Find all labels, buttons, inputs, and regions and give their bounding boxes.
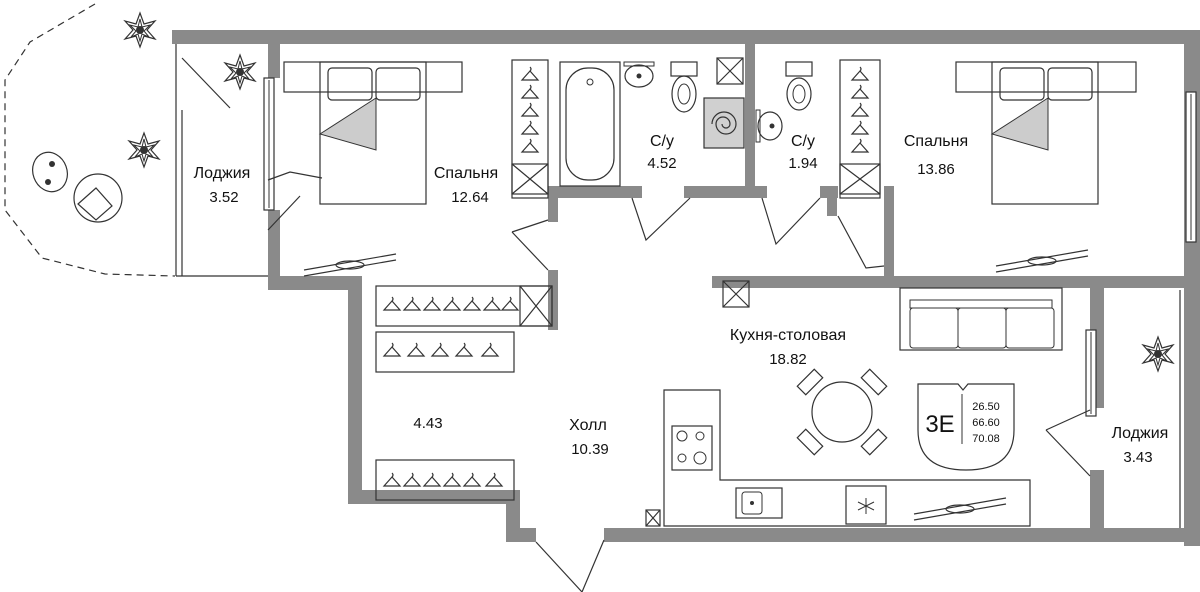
wardrobe-icon xyxy=(375,285,553,327)
room-name-hall: Холл xyxy=(569,417,607,434)
chair-icon xyxy=(860,428,888,456)
loggia-left-furniture xyxy=(32,12,256,223)
room-name-bedroom-right: Спальня xyxy=(904,133,968,150)
toilet-icon xyxy=(670,61,698,113)
total-area: 66.60 xyxy=(972,417,1000,429)
room-area-loggia-left: 3.52 xyxy=(209,189,238,206)
toilet-icon xyxy=(785,61,813,111)
room-area-loggia-right: 3.43 xyxy=(1123,449,1152,466)
total-area-with-loggias: 70.08 xyxy=(972,433,1000,445)
bathtub-icon xyxy=(559,61,621,187)
wardrobe-icon xyxy=(511,59,549,199)
room-area-bedroom-right: 13.86 xyxy=(917,161,955,178)
radiator-icon xyxy=(303,253,397,277)
chair-icon xyxy=(796,368,824,396)
shower-icon xyxy=(703,97,745,149)
apartment-type: 3E xyxy=(925,411,954,438)
chair-icon xyxy=(796,428,824,456)
room-area-bath-2: 1.94 xyxy=(788,155,817,172)
bed-icon xyxy=(955,61,1137,205)
room-area-closet: 4.43 xyxy=(413,415,442,432)
room-area-bath-1: 4.52 xyxy=(647,155,676,172)
room-area-bedroom-left: 12.64 xyxy=(451,189,489,206)
radiator-icon xyxy=(913,497,1007,521)
sink-icon xyxy=(755,109,783,143)
dining-table-icon xyxy=(796,368,888,456)
room-name-bath-2: С/у xyxy=(791,133,815,150)
room-name-loggia-right: Лоджия xyxy=(1112,425,1169,442)
sink-icon xyxy=(623,61,655,88)
balcony-outline xyxy=(4,3,176,277)
vent-shaft-icon xyxy=(716,57,744,85)
plant-icon xyxy=(1142,336,1174,372)
room-name-kitchen: Кухня-столовая xyxy=(730,327,846,344)
radiator-icon xyxy=(995,249,1089,273)
wardrobe-icon xyxy=(839,59,881,199)
windows xyxy=(175,44,1197,528)
chair-icon xyxy=(860,368,888,396)
sofa-icon xyxy=(899,287,1063,351)
fridge-icon xyxy=(845,485,887,525)
wardrobe-icon xyxy=(375,331,515,373)
kitchen-sink-icon xyxy=(735,487,783,519)
living-area: 26.50 xyxy=(972,401,1000,413)
doors xyxy=(181,57,1091,592)
wardrobe-icon xyxy=(375,459,515,501)
stove-icon xyxy=(671,425,713,471)
kitchen-counter xyxy=(663,389,1031,527)
room-area-hall: 10.39 xyxy=(571,441,609,458)
room-name-bedroom-left: Спальня xyxy=(434,165,498,182)
room-area-kitchen: 18.82 xyxy=(769,351,807,368)
apartment-type-badge: 3E 26.50 66.60 70.08 xyxy=(917,383,1015,471)
room-labels: Лоджия 3.52 Спальня 12.64 С/у 4.52 С/у 1… xyxy=(194,133,1169,466)
room-name-bath-1: С/у xyxy=(650,133,674,150)
room-name-loggia-left: Лоджия xyxy=(194,165,251,182)
bed-icon xyxy=(283,61,463,205)
vent-shaft-icon xyxy=(645,509,661,527)
